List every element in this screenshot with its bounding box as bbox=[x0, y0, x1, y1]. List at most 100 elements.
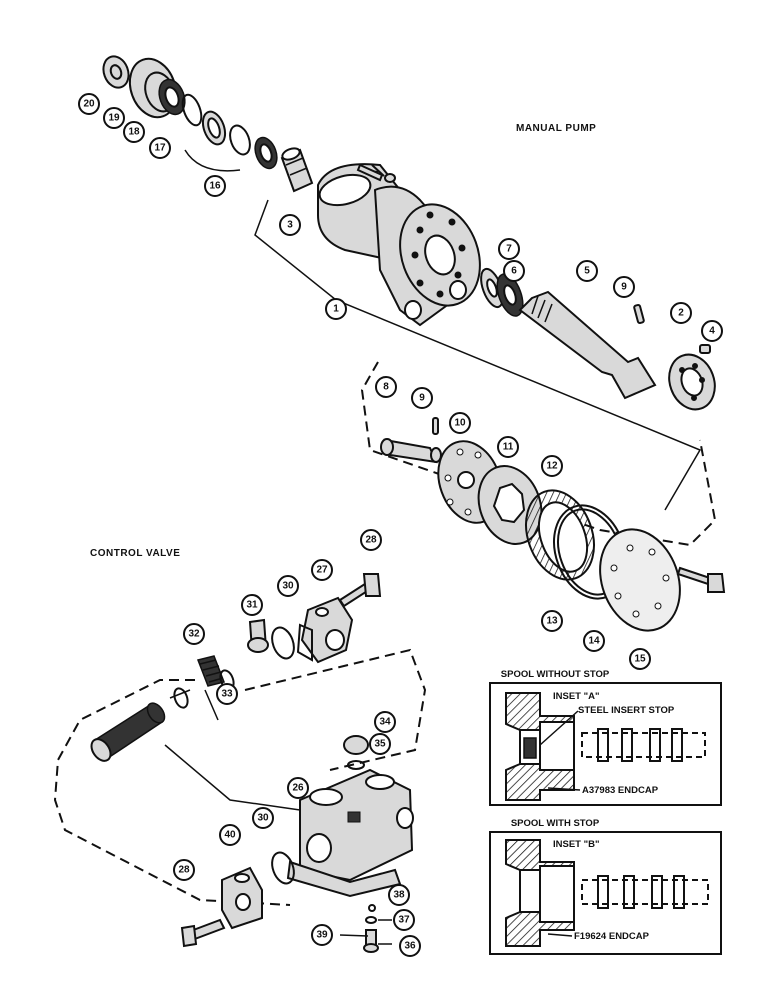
callout-circle bbox=[576, 260, 598, 282]
callout-34: 34 bbox=[374, 711, 396, 733]
pump-housing-1 bbox=[317, 163, 481, 327]
inset-a-stop-label: STEEL INSERT STOP bbox=[578, 705, 675, 716]
callout-label: 39 bbox=[316, 930, 328, 941]
callout-circle bbox=[541, 455, 563, 477]
callout-circle bbox=[393, 909, 415, 931]
callout-label: 38 bbox=[393, 890, 405, 901]
control-valve-title: CONTROL VALVE bbox=[90, 548, 180, 559]
inset-a-label: INSET "A" bbox=[553, 691, 599, 702]
callout-12: 12 bbox=[541, 455, 563, 477]
callout-circle bbox=[629, 648, 651, 670]
callout-label: 37 bbox=[398, 915, 410, 926]
callout-circle bbox=[287, 777, 309, 799]
callout-label: 34 bbox=[379, 717, 391, 728]
thrust-washer-7 bbox=[480, 267, 504, 309]
callout-label: 11 bbox=[503, 442, 514, 453]
callout-circle bbox=[279, 214, 301, 236]
housing-bolt bbox=[356, 163, 396, 183]
callout-26: 26 bbox=[287, 777, 309, 799]
callout-37: 37 bbox=[393, 909, 415, 931]
callout-2: 2 bbox=[670, 302, 692, 324]
leader-36-39 bbox=[339, 919, 392, 945]
inset-b-endcap-label: F19624 ENDCAP bbox=[574, 931, 650, 942]
callout-circle bbox=[360, 529, 382, 551]
callout-31: 31 bbox=[241, 594, 263, 616]
callout-circle bbox=[325, 298, 347, 320]
callout-circle bbox=[311, 559, 333, 581]
o-ring-30-lower bbox=[271, 851, 295, 885]
callout-label: 33 bbox=[221, 689, 233, 700]
ring-12 bbox=[525, 489, 595, 581]
callout-label: 28 bbox=[365, 535, 377, 546]
callout-circle bbox=[252, 807, 274, 829]
seal-ring-16c bbox=[254, 136, 278, 170]
pin-9-upper bbox=[633, 303, 645, 325]
pin-9-lower bbox=[432, 417, 439, 435]
callout-circle bbox=[411, 387, 433, 409]
callout-label: 9 bbox=[621, 282, 627, 293]
callout-27: 27 bbox=[311, 559, 333, 581]
plug-36 bbox=[363, 929, 379, 953]
callout-17: 17 bbox=[149, 137, 171, 159]
callout-label: 17 bbox=[154, 143, 166, 154]
plug-34 bbox=[343, 735, 369, 755]
callout-label: 8 bbox=[383, 382, 389, 393]
callout-circle bbox=[399, 935, 421, 957]
drive-shaft-5 bbox=[518, 290, 657, 400]
callout-circle bbox=[375, 376, 397, 398]
callout-28: 28 bbox=[173, 859, 195, 881]
callout-9: 9 bbox=[411, 387, 433, 409]
callout-circle bbox=[388, 884, 410, 906]
pin-4 bbox=[699, 344, 711, 354]
callout-circle bbox=[670, 302, 692, 324]
callout-19: 19 bbox=[103, 107, 125, 129]
manifold-27 bbox=[296, 596, 354, 664]
callout-circle bbox=[613, 276, 635, 298]
gerotor-11 bbox=[477, 465, 543, 545]
callout-36: 36 bbox=[399, 935, 421, 957]
spring-32 bbox=[196, 655, 226, 687]
callout-circle bbox=[183, 623, 205, 645]
dashed-valve-boundary bbox=[244, 648, 427, 771]
callout-label: 1 bbox=[333, 304, 339, 315]
needle-bearing-3 bbox=[280, 147, 314, 193]
leader-16 bbox=[184, 149, 241, 172]
spool bbox=[90, 702, 166, 762]
inset-b: SPOOL WITH STOP INSET "B" F19624 ENDCAP bbox=[489, 818, 722, 955]
callout-33: 33 bbox=[216, 683, 238, 705]
washer-33b bbox=[173, 687, 189, 709]
callout-28: 28 bbox=[360, 529, 382, 551]
callout-label: 16 bbox=[209, 181, 221, 192]
callout-label: 18 bbox=[128, 127, 140, 138]
callout-label: 7 bbox=[506, 244, 512, 255]
snap-ring-17 bbox=[181, 93, 203, 127]
callout-label: 15 bbox=[634, 654, 646, 665]
callout-label: 14 bbox=[588, 636, 600, 647]
callout-label: 4 bbox=[709, 326, 715, 337]
callout-7: 7 bbox=[498, 238, 520, 260]
callout-label: 9 bbox=[419, 393, 425, 404]
inset-a: SPOOL WITHOUT STOP INSET "A" STEEL INSER… bbox=[489, 669, 722, 806]
end-plate-14 bbox=[599, 528, 681, 632]
callout-16: 16 bbox=[204, 175, 226, 197]
callout-9: 9 bbox=[613, 276, 635, 298]
bolt-15 bbox=[676, 566, 726, 593]
callout-label: 26 bbox=[292, 783, 304, 794]
callout-circle bbox=[241, 594, 263, 616]
seal-ring-16b bbox=[229, 124, 251, 156]
callout-13: 13 bbox=[541, 610, 563, 632]
callout-circle bbox=[277, 575, 299, 597]
callout-circle bbox=[497, 436, 519, 458]
callout-circle bbox=[701, 320, 723, 342]
callout-label: 2 bbox=[678, 308, 684, 319]
callout-label: 3 bbox=[287, 220, 293, 231]
callout-14: 14 bbox=[583, 630, 605, 652]
callout-circle bbox=[503, 260, 525, 282]
callout-label: 10 bbox=[454, 418, 466, 429]
callout-20: 20 bbox=[78, 93, 100, 115]
callout-4: 4 bbox=[701, 320, 723, 342]
leader-26 bbox=[164, 744, 301, 811]
ring-37 bbox=[365, 916, 377, 924]
bearing-cone-18 bbox=[158, 78, 186, 116]
